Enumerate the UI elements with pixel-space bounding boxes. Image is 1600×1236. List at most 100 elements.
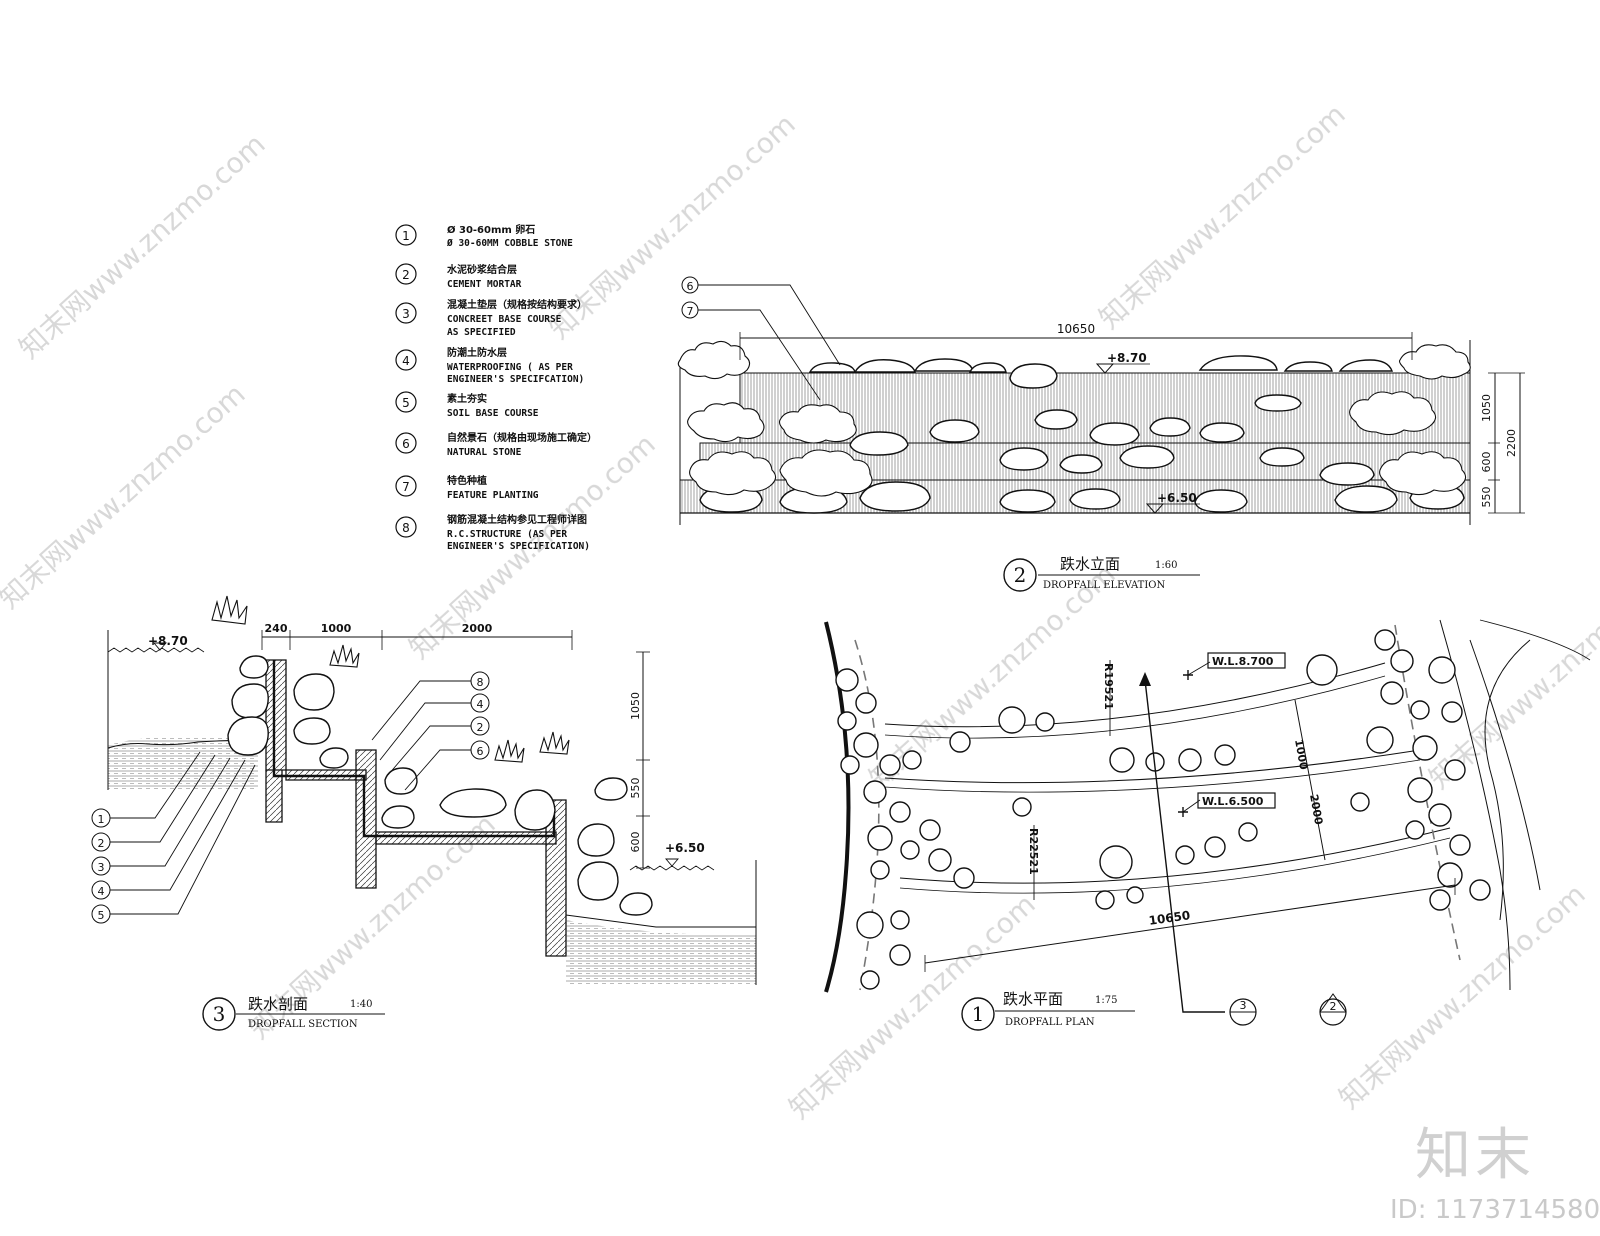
legend-cn: 防潮土防水层	[447, 346, 507, 359]
section-callout: 1	[98, 813, 105, 826]
legend-item: 8 钢筋混凝土结构参见工程师详图 R.C.STRUCTURE (AS PER E…	[395, 513, 590, 552]
legend-en: CONCREET BASE COURSE	[447, 314, 562, 325]
watermark-layer: 知末网www.znzmo.com 知末网www.znzmo.com 知末网www…	[0, 97, 1600, 1125]
plan-stones	[835, 629, 1491, 990]
section-callout: 8	[477, 676, 484, 689]
dropfall-plan: 3 2 10650 1000 2000 R19521 R22521 W.L.8.…	[824, 619, 1591, 1031]
plan-radius-bottom: R22521	[1027, 828, 1040, 875]
section-dim-right: 600	[629, 832, 642, 853]
section-dim-top: 240	[265, 622, 288, 635]
section-callouts-left: 1 2 3 4 5	[91, 751, 256, 924]
legend-en: NATURAL STONE	[447, 447, 522, 458]
brand-watermark: 知末 ID: 1173714580	[1390, 1110, 1600, 1225]
plan-title-number: 1	[972, 1002, 985, 1026]
plan-water-level-top: W.L.8.700	[1212, 655, 1274, 668]
elevation-title-number: 2	[1014, 563, 1027, 587]
elevation-width-dim: 10650	[1057, 322, 1095, 336]
watermark-text: 知末网www.znzmo.com	[1333, 877, 1592, 1115]
plan-elevation-marker: 2	[1330, 1000, 1337, 1013]
section-callout: 3	[98, 861, 105, 874]
plan-length-dim: 10650	[1148, 908, 1191, 928]
section-dim-top: 2000	[462, 622, 493, 635]
plan-dim-2000: 2000	[1307, 793, 1325, 826]
legend-en-2: ENGINEER'S SPECIFCATION)	[447, 374, 584, 385]
legend-cn: 钢筋混凝土结构参见工程师详图	[447, 513, 587, 526]
plan-radius-top: R19521	[1102, 663, 1115, 710]
section-dim-right: 1050	[629, 692, 642, 720]
elevation-dim-600: 600	[1480, 452, 1493, 473]
section-level-bottom: +6.50	[665, 841, 705, 855]
elevation-title-en: DROPFALL ELEVATION	[1043, 580, 1166, 591]
section-callout: 4	[98, 885, 105, 898]
brand-logo: 知末	[1415, 1123, 1535, 1188]
legend-number: 4	[402, 354, 410, 368]
elevation-callout: 6	[687, 280, 694, 293]
watermark-text: 知末网www.znzmo.com	[13, 127, 272, 365]
legend-cn: Ø 30-60mm 卵石	[447, 223, 535, 236]
section-title-en: DROPFALL SECTION	[248, 1019, 358, 1030]
section-callouts-right: 8 4 2 6	[371, 671, 490, 791]
legend-en: Ø 30-60MM COBBLE STONE	[446, 238, 573, 249]
dropfall-elevation: 10650 +8.70 +6.50 1050 600 550 2200 6 7 …	[677, 276, 1525, 592]
plan-title-cn: 跌水平面	[1003, 990, 1063, 1008]
section-callout: 4	[477, 698, 484, 711]
legend-en: WATERPROOFING ( AS PER	[447, 362, 573, 373]
section-callout: 2	[98, 837, 105, 850]
legend-item: 1 Ø 30-60mm 卵石 Ø 30-60MM COBBLE STONE	[395, 223, 573, 249]
elevation-planting	[677, 340, 1471, 497]
legend-en: R.C.STRUCTURE (AS PER	[447, 529, 567, 540]
elevation-title-scale: 1:60	[1155, 560, 1177, 571]
section-dim-right: 550	[629, 778, 642, 799]
legend-cn: 混凝土垫层（规格按结构要求）	[447, 298, 587, 311]
section-callout: 6	[477, 745, 484, 758]
legend-number: 5	[402, 396, 410, 410]
plan-title-en: DROPFALL PLAN	[1005, 1017, 1095, 1028]
plan-water-level-bottom: W.L.6.500	[1202, 795, 1264, 808]
legend-item: 6 自然景石（规格由现场施工确定） NATURAL STONE	[395, 431, 597, 458]
legend-number: 1	[402, 229, 410, 243]
section-callout: 2	[477, 721, 484, 734]
legend-en-2: ENGINEER'S SPECIFICATION)	[447, 541, 590, 552]
legend-number: 8	[402, 521, 410, 535]
elevation-level-bottom: +6.50	[1157, 491, 1197, 505]
watermark-text: 知末网www.znzmo.com	[863, 557, 1122, 795]
image-id-label: ID: 1173714580	[1390, 1195, 1600, 1225]
elevation-dim-550: 550	[1480, 487, 1493, 508]
legend-cn: 特色种植	[447, 474, 487, 487]
plan-title-scale: 1:75	[1095, 995, 1117, 1006]
legend-item: 2 水泥砂浆结合层 CEMENT MORTAR	[395, 263, 522, 290]
legend-en: CEMENT MORTAR	[447, 279, 522, 290]
legend-item: 7 特色种植 FEATURE PLANTING	[395, 474, 539, 501]
legend-item: 3 混凝土垫层（规格按结构要求） CONCREET BASE COURSE AS…	[395, 298, 587, 338]
elevation-dim-total: 2200	[1505, 429, 1518, 457]
watermark-text: 知末网www.znzmo.com	[1093, 97, 1352, 335]
section-title-cn: 跌水剖面	[248, 995, 308, 1013]
legend-en-2: AS SPECIFIED	[447, 327, 516, 338]
legend-en: SOIL BASE COURSE	[447, 408, 539, 419]
section-callout: 5	[98, 909, 105, 922]
section-level-top: +8.70	[148, 634, 188, 648]
legend-item: 5 素土夯实 SOIL BASE COURSE	[395, 391, 539, 419]
elevation-callout: 7	[687, 305, 694, 318]
legend-number: 7	[402, 480, 410, 494]
elevation-dim-1050: 1050	[1480, 394, 1493, 422]
section-title-scale: 1:40	[350, 999, 372, 1010]
legend-cn: 自然景石（规格由现场施工确定）	[447, 431, 597, 444]
elevation-title-cn: 跌水立面	[1060, 555, 1120, 573]
legend-en: FEATURE PLANTING	[447, 490, 539, 501]
plan-dim-1000: 1000	[1292, 738, 1310, 771]
watermark-text: 知末网www.znzmo.com	[0, 377, 252, 615]
legend-number: 3	[402, 307, 410, 321]
legend-item: 4 防潮土防水层 WATERPROOFING ( AS PER ENGINEER…	[395, 346, 584, 385]
legend-cn: 素土夯实	[447, 392, 487, 405]
section-title-number: 3	[213, 1002, 226, 1026]
material-legend: 1 Ø 30-60mm 卵石 Ø 30-60MM COBBLE STONE 2 …	[395, 223, 597, 552]
legend-number: 6	[402, 437, 410, 451]
elevation-level-top: +8.70	[1107, 351, 1147, 365]
dropfall-section: +8.70 +6.50	[91, 595, 757, 1031]
legend-cn: 水泥砂浆结合层	[446, 263, 517, 276]
plan-section-marker: 3	[1240, 999, 1247, 1012]
legend-number: 2	[402, 268, 410, 282]
section-dim-top: 1000	[321, 622, 352, 635]
